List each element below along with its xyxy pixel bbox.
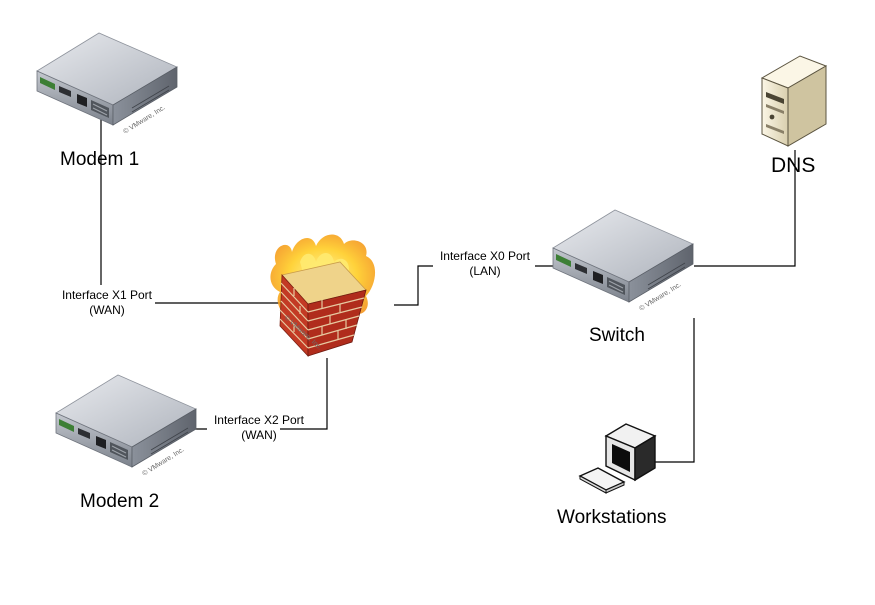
link-firewall-x0 (394, 265, 433, 306)
workstations-label: Workstations (557, 507, 667, 528)
modem1-label: Modem 1 (60, 149, 140, 170)
interface-x0-name: Interface X0 Port (439, 249, 531, 263)
switch-label: Switch (589, 325, 645, 346)
modem1-icon: © VMware, Inc. (36, 32, 178, 136)
modem2-label: Modem 2 (80, 491, 160, 512)
link-switch-dns (694, 150, 796, 267)
interface-x1-name: Interface X1 Port (61, 288, 153, 302)
dns-label: DNS (771, 154, 816, 177)
interface-x2-name: Interface X2 Port (213, 413, 305, 427)
workstation-icon (578, 423, 657, 494)
interface-x1-label: Interface X1 Port (WAN) (55, 288, 159, 318)
interface-x2-type: (WAN) (241, 428, 277, 442)
switch-icon: © VMware, Inc. (552, 209, 694, 313)
interface-x0-label: Interface X0 Port (LAN) (433, 249, 537, 279)
interface-x0-type: (LAN) (469, 264, 501, 278)
server-icon (760, 55, 828, 147)
interface-x1-type: (WAN) (89, 303, 125, 317)
link-x2-firewall (280, 358, 328, 430)
modem2-icon: © VMware, Inc. (55, 374, 197, 478)
connections (100, 99, 796, 463)
interface-x2-label: Interface X2 Port (WAN) (207, 413, 311, 443)
link-switch-workstations (642, 318, 695, 463)
firewall-icon: © VMware, Inc. (270, 234, 376, 358)
